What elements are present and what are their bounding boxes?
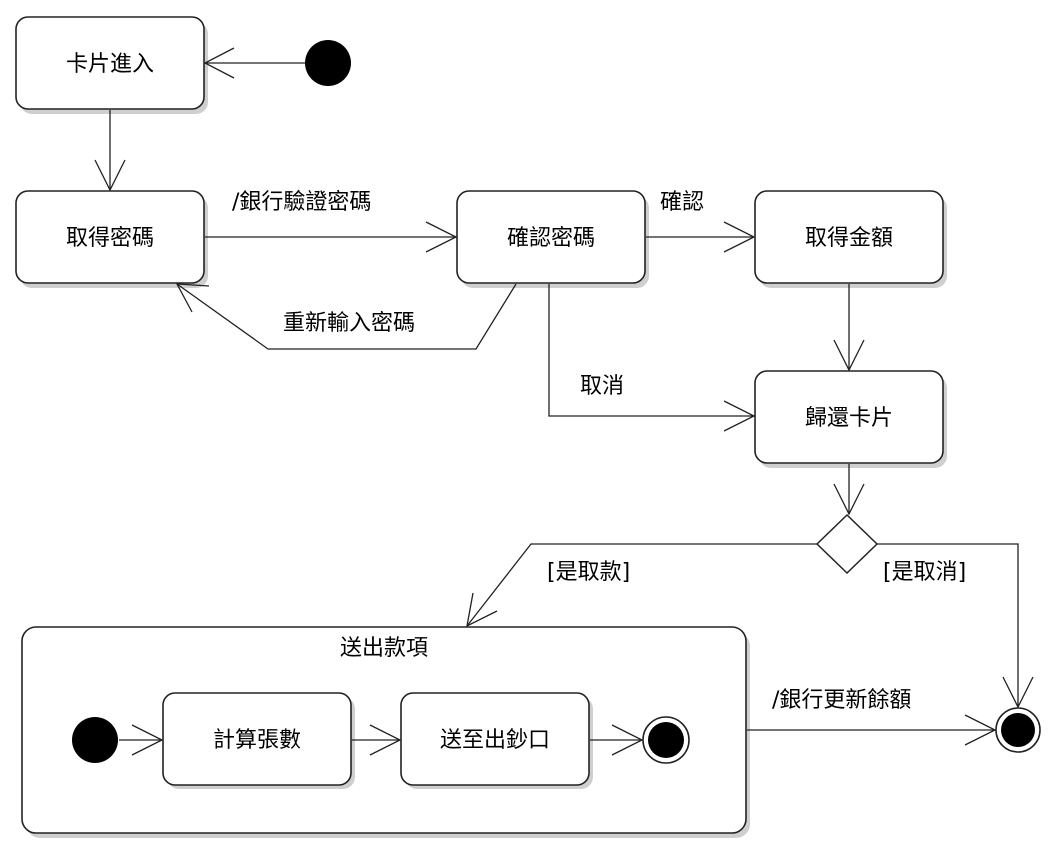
- edge-verify-pin-to-return-card: [548, 284, 756, 432]
- transition-label-bank-verify: /銀行驗證密碼: [232, 190, 371, 215]
- edge-get-pin-to-verify-pin: [205, 221, 458, 253]
- transition-label-bank-update: /銀行更新餘額: [772, 688, 911, 713]
- state-label: 送至出鈔口: [440, 728, 550, 753]
- initial-node: [305, 40, 351, 86]
- decision-node: [815, 513, 879, 575]
- state-count-notes: 計算張數: [162, 692, 352, 786]
- edge-verify-pin-to-get-pin: [175, 283, 517, 350]
- state-get-pin: 取得密碼: [15, 190, 205, 284]
- state-get-amount: 取得金額: [754, 190, 944, 284]
- inner-final-node: [642, 716, 690, 764]
- composite-state-dispense: 送出款項: [21, 626, 747, 834]
- edge-initial-to-card-in: [203, 47, 305, 79]
- state-label: 取得密碼: [66, 226, 154, 251]
- state-label: 計算張數: [213, 728, 301, 753]
- transition-label-is-cancel: [是取消]: [883, 560, 966, 585]
- edge-card-in-to-get-pin: [94, 110, 126, 192]
- state-label: 取得金額: [805, 226, 893, 251]
- edge-decision-to-dispense: [466, 543, 817, 628]
- edge-inner-initial-to-count: [119, 724, 164, 756]
- state-label: 確認密碼: [507, 226, 595, 251]
- state-send-to-slot: 送至出鈔口: [400, 692, 590, 786]
- state-label: 歸還卡片: [805, 406, 893, 431]
- edge-count-to-send: [352, 724, 402, 756]
- final-node: [995, 707, 1041, 753]
- inner-initial-node: [72, 717, 118, 763]
- edge-return-card-to-decision: [833, 464, 865, 516]
- state-return-card: 歸還卡片: [754, 370, 944, 464]
- state-label: 卡片進入: [66, 52, 154, 77]
- edge-verify-pin-to-get-amount: [646, 221, 756, 253]
- edge-send-to-inner-final: [590, 724, 644, 756]
- transition-label-reenter: 重新輸入密碼: [283, 311, 415, 336]
- transition-label-cancel: 取消: [580, 374, 624, 399]
- transition-label-is-withdraw: [是取款]: [547, 560, 630, 585]
- edge-dispense-to-final: [747, 714, 997, 746]
- edge-get-amount-to-return-card: [833, 284, 865, 372]
- transition-label-confirm: 確認: [660, 190, 704, 215]
- edge-decision-to-final: [877, 543, 1034, 709]
- state-verify-pin: 確認密碼: [456, 190, 646, 284]
- state-card-in: 卡片進入: [15, 16, 205, 110]
- composite-state-title: 送出款項: [340, 636, 428, 661]
